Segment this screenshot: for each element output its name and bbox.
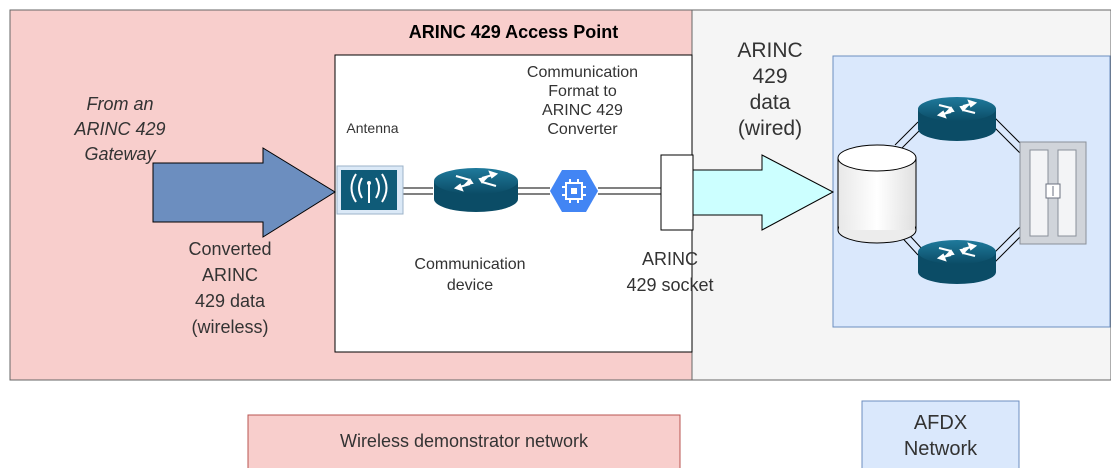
socket-label: ARINC 429 socket <box>626 249 714 295</box>
switch-rack-icon <box>1019 141 1087 245</box>
router-icon <box>918 240 996 284</box>
comm-device-label: Communication device <box>414 256 526 294</box>
chip-icon <box>550 170 598 212</box>
link-router-converter <box>518 187 550 195</box>
router-icon <box>918 97 996 141</box>
link-antenna-router <box>403 187 433 195</box>
arinc-socket <box>660 154 694 231</box>
wireless-legend-label: Wireless demonstrator network <box>339 431 589 451</box>
gateway-source-label: From an ARINC 429 Gateway <box>74 94 166 164</box>
access-point-title: ARINC 429 Access Point <box>408 22 619 42</box>
afdx-legend-label: AFDX Network <box>903 412 978 460</box>
afdx-legend-box <box>861 400 1020 468</box>
wired-data-label: ARINC 429 data (wired) <box>737 39 803 140</box>
router-icon <box>434 168 518 212</box>
link-converter-socket <box>598 187 661 195</box>
wireless-input-arrow <box>152 147 336 238</box>
converted-data-label: Converted ARINC 429 data (wireless) <box>188 239 272 337</box>
wireless-legend-box <box>247 414 681 468</box>
wired-output-arrow <box>679 154 835 231</box>
antenna-icon <box>336 165 404 215</box>
antenna-label: Antenna <box>346 120 399 136</box>
database-icon <box>837 144 917 244</box>
converter-label: Communication Format to ARINC 429 Conver… <box>526 64 639 138</box>
